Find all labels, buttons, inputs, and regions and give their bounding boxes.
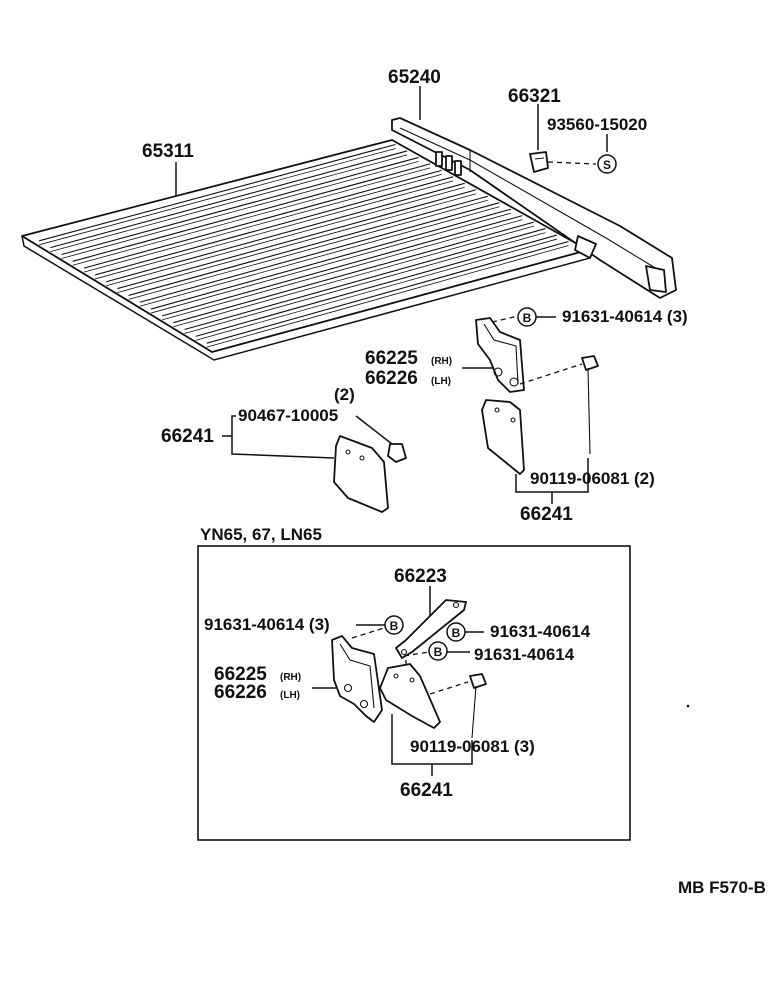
tag-rh-main: (RH)	[431, 356, 452, 367]
tag-lh-inset: (LH)	[280, 690, 300, 701]
label-66225-main: 66225	[365, 348, 418, 369]
label-91631-40614-top: 91631-40614 (3)	[562, 307, 688, 326]
label-91631-40614-inset-b: 91631-40614	[490, 622, 591, 641]
rib-line	[128, 195, 488, 296]
rib-line	[117, 189, 477, 290]
svg-text:B: B	[523, 311, 532, 325]
b-symbol-inset-b: B	[446, 622, 466, 642]
rib-line	[39, 143, 396, 242]
label-65311: 65311	[142, 141, 194, 162]
svg-text:B: B	[390, 619, 399, 633]
bolt-main	[581, 355, 599, 455]
rib-line	[150, 208, 511, 310]
label-90467-10005: 90467-10005	[238, 406, 338, 425]
rib-line	[184, 228, 546, 331]
rib-line	[150, 212, 511, 314]
b-symbol-top: B	[517, 307, 537, 327]
rib-line	[161, 215, 523, 317]
b-symbol-inset-a: B	[384, 615, 404, 635]
cap-66321	[529, 151, 549, 173]
rib-line	[173, 225, 534, 328]
label-91631-40614-inset-a: 91631-40614 (3)	[204, 615, 330, 634]
rib-line	[50, 154, 408, 253]
label-66225-inset: 66225	[214, 664, 267, 685]
rib-line	[195, 238, 558, 341]
s-symbol: S	[597, 154, 617, 174]
rib-line	[106, 182, 465, 283]
label-clip-qty: (2)	[334, 385, 355, 404]
rib-line	[184, 232, 546, 334]
rib-line	[173, 221, 535, 324]
rib-line	[50, 150, 408, 249]
inset-bolt	[469, 673, 487, 739]
rib-line	[139, 202, 500, 303]
rib-line	[106, 186, 465, 287]
inset-bracket	[331, 635, 383, 723]
rib-line	[128, 199, 488, 300]
label-66226-main: 66226	[365, 368, 418, 389]
mudflap-left	[333, 435, 389, 513]
inset-mudflap	[379, 663, 441, 729]
label-91631-40614-inset-c: 91631-40614	[474, 645, 575, 664]
rib-line	[206, 245, 569, 348]
rib-line	[61, 156, 419, 256]
rib-line	[72, 163, 431, 262]
tag-rh-inset: (RH)	[280, 672, 301, 683]
bracket-main	[475, 317, 525, 393]
rib-line	[94, 176, 454, 276]
svg-text:B: B	[452, 626, 461, 640]
label-66241-right: 66241	[520, 504, 573, 525]
rib-line	[72, 167, 431, 266]
rib-line	[139, 206, 500, 307]
rib-line	[94, 180, 454, 280]
front-rail	[391, 117, 677, 299]
rib-line	[206, 240, 569, 344]
footer-code: MB F570-B	[678, 878, 766, 897]
label-66241-left: 66241	[161, 426, 214, 447]
label-66321: 66321	[508, 86, 561, 107]
tag-lh-main: (LH)	[431, 376, 451, 387]
rib-line	[162, 219, 523, 321]
rib-line	[83, 169, 442, 269]
clip-90467	[387, 443, 407, 463]
svg-text:S: S	[603, 158, 611, 172]
inset-frame	[197, 545, 631, 841]
floor-ribs	[39, 143, 569, 348]
rib-line	[117, 193, 477, 293]
inset-title: YN65, 67, LN65	[200, 525, 322, 544]
rib-line	[39, 148, 396, 246]
label-93560-15020: 93560-15020	[547, 115, 647, 134]
rib-line	[61, 161, 419, 259]
label-66226-inset: 66226	[214, 682, 267, 703]
bed-floor-panel	[21, 139, 591, 361]
label-66223: 66223	[394, 566, 447, 587]
label-65240: 65240	[388, 67, 441, 88]
rib-line	[83, 173, 442, 273]
label-90119-06081-main: 90119-06081 (2)	[530, 469, 655, 488]
svg-text:B: B	[434, 645, 443, 659]
rib-line	[195, 234, 558, 337]
label-90119-06081-inset: 90119-06081 (3)	[410, 737, 535, 756]
mudflap-right	[481, 399, 525, 475]
b-symbol-inset-c: B	[428, 641, 448, 661]
stray-dot	[686, 704, 690, 708]
label-66241-inset: 66241	[400, 780, 453, 801]
